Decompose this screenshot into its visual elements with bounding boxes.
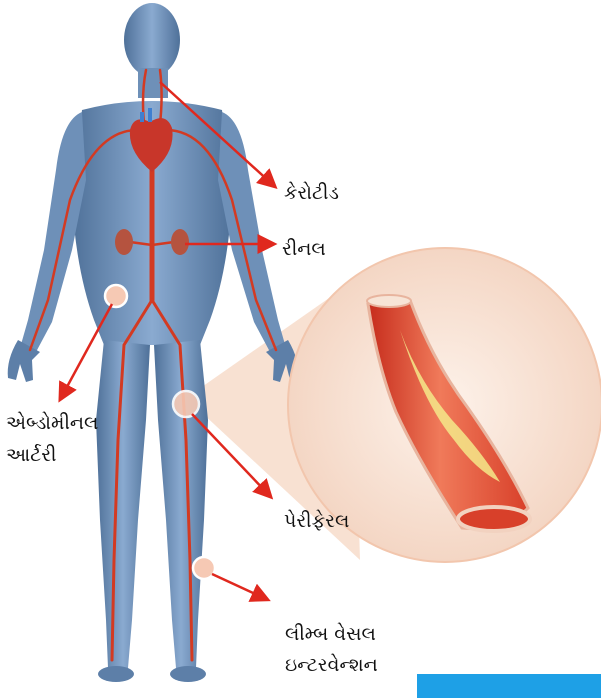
human-body-figure [8,3,299,682]
abdominal-artery-label-line2: આર્ટરી [6,442,56,468]
carotid-label: કેરોટીડ [284,180,339,206]
renal-label: રીનલ [282,236,326,262]
limb-vessel-label-line2: ઇન્ટરવેન્શન [285,652,378,678]
limb-arrow [212,574,264,598]
peripheral-marker [173,391,199,417]
abdominal-artery-label-line1: એબ્ડોમીનલ [6,410,98,436]
peripheral-label: પેરીફેરલ [284,508,349,534]
left-kidney-icon [115,229,133,255]
limb-vessel-label-line1: લીમ્બ વેસલ [285,621,376,647]
abdominal-marker [105,285,127,307]
bottom-blue-bar [417,674,601,698]
right-kidney-icon [171,229,189,255]
limb-marker [193,557,215,579]
